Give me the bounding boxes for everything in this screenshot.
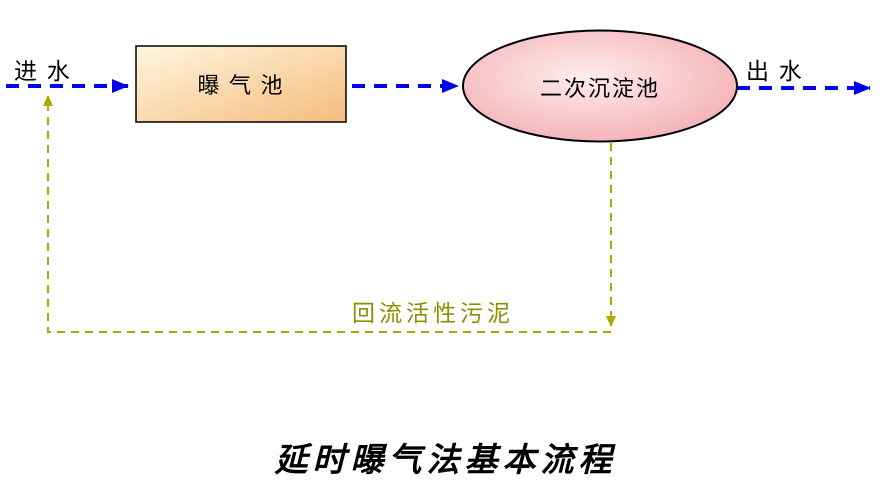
return-sludge-loop-arrow <box>43 95 611 333</box>
diagram-title: 延时曝气法基本流程 <box>274 443 617 479</box>
return-sludge-label: 回流活性污泥 <box>352 301 514 326</box>
sedimentation-tank-ellipse <box>462 29 738 143</box>
aeration-tank-box <box>135 45 347 123</box>
inlet-label: 进 水 <box>14 59 72 84</box>
outlet-label: 出 水 <box>746 59 804 84</box>
